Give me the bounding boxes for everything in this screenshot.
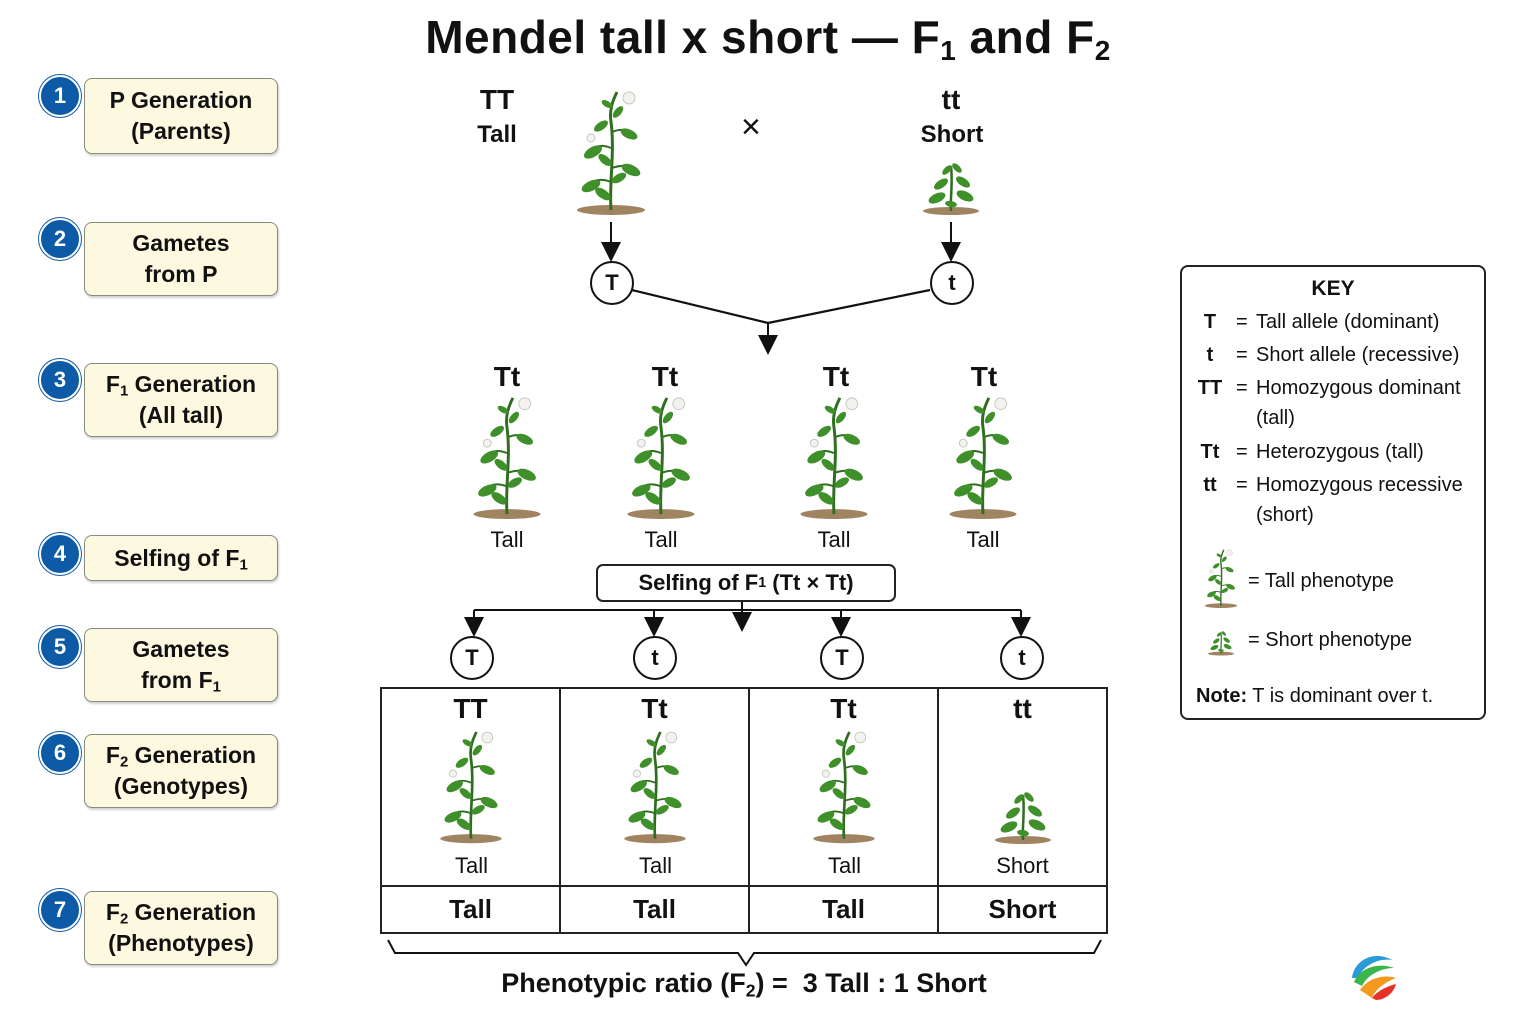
parent-left-phenotype: Tall (477, 121, 517, 148)
f1-gamete-3: T (820, 636, 864, 680)
parent-left-genotype: TT (479, 84, 515, 115)
f2-row-phenotype-3: Tall (750, 885, 939, 932)
f2-row-phenotype-4: Short (939, 885, 1106, 932)
tall-plant-icon (621, 388, 701, 521)
key-short-phenotype: = Short phenotype (1248, 629, 1413, 651)
step-p-generation: P Generation(Parents) (84, 78, 278, 154)
step-number-5: 5 (39, 626, 81, 668)
f1-phenotype-2: Tall (644, 527, 678, 552)
f2-cell-4: tt Short (939, 689, 1106, 885)
logo-icon (1352, 956, 1396, 1000)
tall-plant-icon (467, 388, 547, 521)
tall-plant-icon (943, 388, 1023, 521)
step-selfing-of-f1: Selfing of F1 (84, 535, 278, 581)
f2-phenotype-3: Tall (827, 853, 861, 878)
f1-gamete-1: T (450, 636, 494, 680)
f1-genotype-4: Tt (970, 361, 998, 392)
tall-plant-icon (794, 388, 874, 521)
f1-gamete-2: t (633, 636, 677, 680)
step-f1-generation: F1 Generation (All tall) (84, 363, 278, 437)
step-number-6: 6 (39, 732, 81, 774)
step-f2-genotypes: F2 Generation (Genotypes) (84, 734, 278, 808)
page-title: Mendel tall x short — F1 and F2 (425, 11, 1111, 66)
step-f2-phenotypes: F2 Generation (Phenotypes) (84, 891, 278, 965)
f2-phenotype-4: Short (996, 853, 1049, 878)
tall-plant-icon (616, 723, 694, 845)
key-note: Note: T is dominant over t. (1196, 685, 1434, 707)
short-plant-icon (919, 154, 983, 216)
parent-right-phenotype: Short (920, 121, 984, 148)
key-tall-phenotype: = Tall phenotype (1248, 570, 1394, 592)
tall-plant-icon (432, 723, 510, 845)
tall-plant-icon (571, 82, 651, 217)
f1-phenotype-4: Tall (966, 527, 1000, 552)
step-number-1: 1 (39, 75, 81, 117)
phenotypic-ratio: Phenotypic ratio (F2) = 3 Tall : 1 Short (501, 968, 987, 1001)
parent-right-genotype: tt (941, 84, 961, 115)
short-plant-icon (1206, 624, 1236, 656)
f2-phenotype-2: Tall (638, 853, 672, 878)
step-number-2: 2 (39, 218, 81, 260)
f2-grid: TT Tall Tt Tall Tt (380, 687, 1108, 934)
f2-row-phenotype-1: Tall (382, 885, 561, 932)
f1-genotype-1: Tt (493, 361, 521, 392)
f2-genotype-2: Tt (641, 693, 668, 724)
key-legend: KEY T = Tall allele (dominant) t = Short… (1180, 265, 1486, 720)
step-number-4: 4 (39, 533, 81, 575)
f2-cell-1: TT Tall (382, 689, 561, 885)
gamete-t: t (930, 261, 974, 305)
key-title: KEY (1311, 277, 1355, 300)
cross-symbol: × (741, 108, 761, 146)
short-plant-icon (991, 765, 1055, 845)
f2-cell-2: Tt Tall (561, 689, 750, 885)
step-gametes-from-f1: Gametes from F1 (84, 628, 278, 702)
f1-genotype-2: Tt (651, 361, 679, 392)
f2-phenotype-1: Tall (454, 853, 488, 878)
f1-phenotype-3: Tall (817, 527, 851, 552)
step-number-7: 7 (39, 889, 81, 931)
f2-genotype-4: tt (1013, 693, 1032, 724)
f2-genotype-1: TT (453, 693, 488, 724)
f1-phenotype-1: Tall (490, 527, 524, 552)
f1-genotype-3: Tt (822, 361, 850, 392)
tall-plant-icon (1202, 545, 1240, 609)
f2-cell-3: Tt Tall (750, 689, 939, 885)
gamete-T: T (590, 261, 634, 305)
step-number-3: 3 (39, 359, 81, 401)
f2-genotype-3: Tt (830, 693, 857, 724)
tall-plant-icon (805, 723, 883, 845)
f1-gamete-4: t (1000, 636, 1044, 680)
f2-row-phenotype-2: Tall (561, 885, 750, 932)
